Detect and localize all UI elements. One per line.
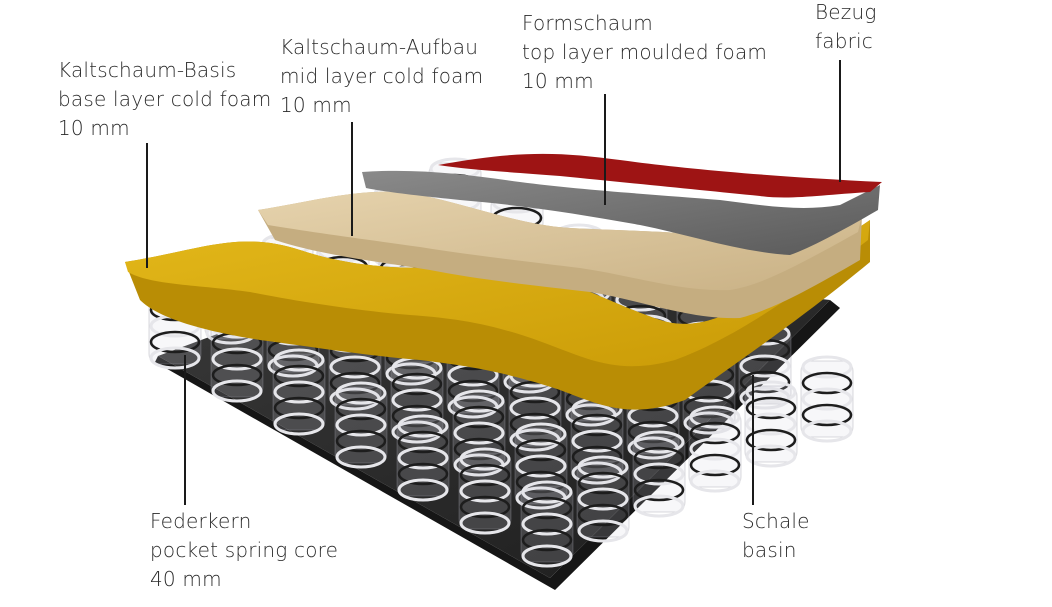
label-thickness: 40 mm: [150, 567, 222, 591]
label-bezug: Bezug fabric: [815, 0, 877, 56]
base-foam-layer: [125, 220, 870, 410]
label-title: Federkern: [150, 509, 252, 533]
label-subtitle: fabric: [815, 29, 873, 53]
label-federkern: Federkern pocket spring core 40 mm: [150, 507, 338, 594]
leader-lines: [146, 60, 841, 505]
pocket-spring: [458, 447, 512, 535]
label-title: Kaltschaum-Aufbau: [280, 35, 479, 59]
label-title: Kaltschaum-Basis: [58, 58, 237, 82]
label-title: Formschaum: [522, 11, 653, 35]
label-kaltschaum-basis: Kaltschaum-Basis base layer cold foam 10…: [58, 56, 271, 143]
pocket-spring: [688, 405, 742, 493]
pocket-spring: [744, 380, 798, 468]
label-subtitle: base layer cold foam: [58, 87, 272, 111]
label-subtitle: top layer moulded foam: [522, 40, 768, 64]
fabric-cover: [438, 153, 882, 198]
pocket-spring: [272, 348, 326, 436]
label-schale: Schale basin: [742, 507, 810, 565]
label-subtitle: basin: [742, 538, 797, 562]
pocket-spring: [334, 381, 388, 469]
label-thickness: 10 mm: [58, 116, 130, 140]
label-title: Schale: [742, 509, 810, 533]
moulded-foam-layer: [362, 170, 880, 255]
label-thickness: 10 mm: [280, 93, 352, 117]
label-subtitle: pocket spring core: [150, 538, 339, 562]
pocket-spring: [520, 480, 574, 568]
label-title: Bezug: [815, 0, 877, 24]
label-kaltschaum-aufbau: Kaltschaum-Aufbau mid layer cold foam 10…: [280, 33, 483, 120]
pocket-spring: [576, 455, 630, 543]
label-formschaum: Formschaum top layer moulded foam 10 mm: [522, 9, 767, 96]
label-subtitle: mid layer cold foam: [280, 64, 484, 88]
pocket-spring: [396, 414, 450, 502]
label-thickness: 10 mm: [522, 69, 594, 93]
pocket-spring: [632, 430, 686, 518]
pocket-spring: [800, 355, 854, 443]
mid-foam-layer: [258, 191, 862, 319]
